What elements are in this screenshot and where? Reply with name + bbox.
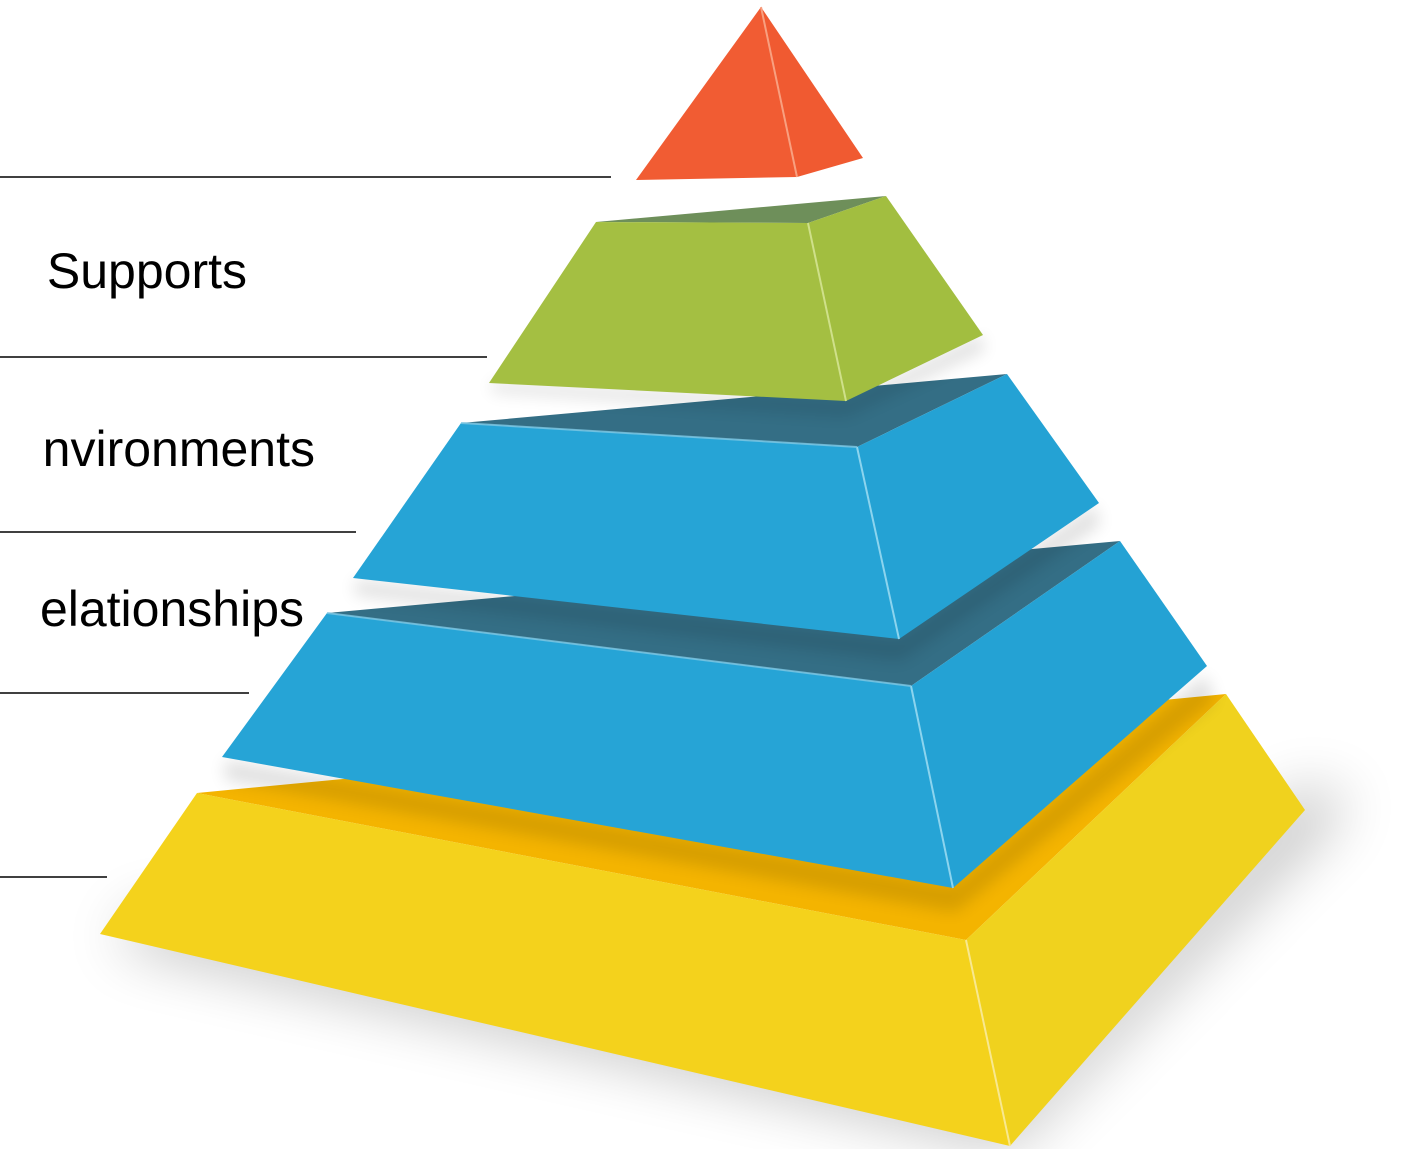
tier-2-top-face [596, 196, 886, 223]
tier-base-side-face [966, 694, 1305, 1146]
tier-apex-front-face [636, 7, 797, 180]
label-environments: nvironments [42, 421, 315, 477]
tier-2-edge [807, 222, 847, 402]
tier-base-front-face [100, 793, 1010, 1146]
tier-3-side-face [857, 374, 1099, 639]
pyramid-tier-2 [489, 196, 983, 402]
label-supports: Supports [46, 243, 247, 299]
tier-3-top-highlight [460, 422, 858, 448]
tier-4-edge [910, 685, 954, 889]
tier-2-side-face [808, 196, 983, 401]
tier-3-front-face [353, 423, 899, 639]
tier-3-edge [856, 446, 900, 640]
tier-apex-side-face [761, 7, 863, 177]
label-relationships: elationships [39, 581, 304, 637]
guide-lines [0, 176, 611, 878]
tier-base-edge [965, 939, 1011, 1147]
tier-4-top-highlight [326, 612, 912, 687]
pyramid-tier-apex [636, 6, 863, 180]
tier-4-front-face [222, 613, 953, 888]
tier-4-side-face [911, 541, 1207, 888]
tier-apex-edge [760, 6, 798, 178]
tier-2-front-face [489, 222, 846, 401]
